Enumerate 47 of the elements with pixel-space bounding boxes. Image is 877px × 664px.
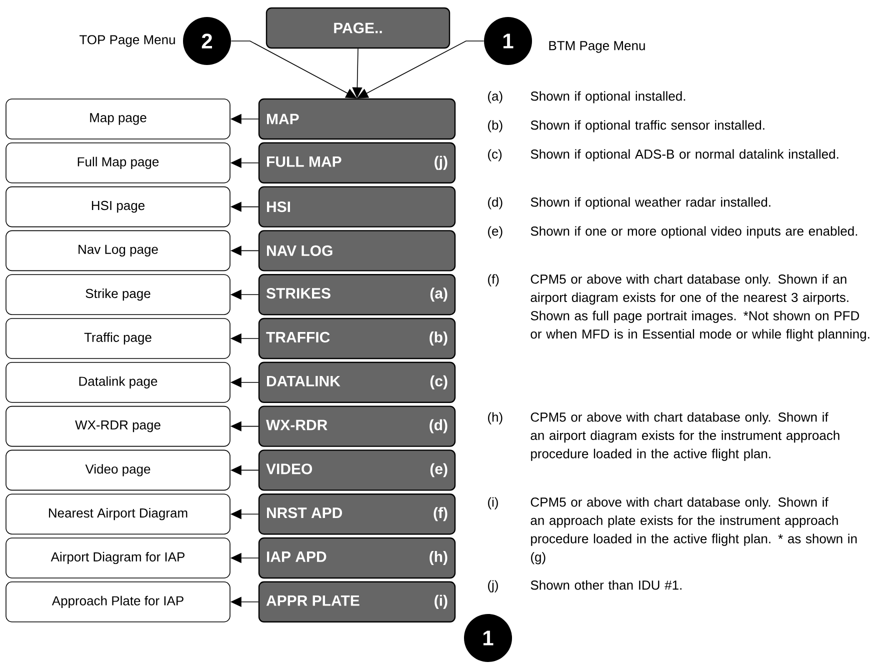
page-box: Nearest Airport Diagram <box>6 494 230 534</box>
page-box: Approach Plate for IAP <box>6 582 230 622</box>
arrow <box>230 40 357 98</box>
menu-button: NAV LOG <box>258 230 456 272</box>
menu-button: HSI <box>258 186 456 228</box>
note-text: Shown if optional weather radar installed. <box>530 197 770 210</box>
note-text: Shown if optional ADS-B or normal datalink installed. <box>530 149 838 162</box>
page-box: Strike page <box>6 274 230 315</box>
page-box: Datalink page <box>6 362 230 403</box>
menu-button: DATALINK (c) <box>258 362 456 403</box>
page-box: WX-RDR page <box>6 406 230 447</box>
note-text: CPM5 or above with chart database only. Shown if an airport diagram exists for the instrument approach procedure loaded in the active flight plan. <box>530 412 840 461</box>
note-marker: (d) <box>488 197 502 210</box>
note-text: Shown other than IDU #1. <box>530 580 682 590</box>
menu-button: FULL MAP (j) <box>258 142 456 184</box>
page-box: HSI page <box>6 186 230 228</box>
note-marker: (b) <box>488 120 502 132</box>
note-text: CPM5 or above with chart database only. Shown if an airport diagram exists for one of the nearest 3 airports. Shown as full page portrait images. *Not shown on PFD or when MFD is in Essential mode or while flight planning. <box>530 274 870 342</box>
page-box: Traffic page <box>6 318 230 359</box>
note-marker: (f) <box>488 274 499 286</box>
menu-label: BTM Page Menu <box>549 41 645 53</box>
menu-button: VIDEO (e) <box>258 450 456 491</box>
note-text: CPM5 or above with chart database only. Shown if an approach plate exists for the instrument approach procedure loaded in the active flight plan. * as shown in (g) <box>530 497 857 564</box>
note-text: Shown if one or more optional video inputs are enabled. <box>530 226 858 238</box>
menu-button: STRIKES (a) <box>258 274 456 316</box>
note-marker: (h) <box>488 412 502 424</box>
menu-button: IAP APD (h) <box>258 537 456 579</box>
note-marker: (e) <box>488 226 502 238</box>
page-box: Video page <box>6 450 230 491</box>
note-marker: (j) <box>488 580 498 592</box>
page-button: PAGE.. <box>266 7 450 49</box>
note-marker: (a) <box>488 91 502 104</box>
note-marker: (i) <box>488 497 498 510</box>
page-box: Full Map page <box>6 142 230 184</box>
menu-button: APPR PLATE (i) <box>258 581 456 622</box>
menu-button: NRST APD (f) <box>258 494 456 535</box>
note-text: Shown if optional traffic sensor installed. <box>530 120 764 132</box>
page-box: Airport Diagram for IAP <box>6 538 230 578</box>
page-box: Nav Log page <box>6 230 230 272</box>
note-marker: (c) <box>488 149 502 162</box>
menu-button: MAP <box>258 98 456 140</box>
menu-label: TOP Page Menu <box>80 35 175 47</box>
menu-button: TRAFFIC (b) <box>258 318 456 360</box>
note-text: Shown if optional installed. <box>530 91 686 104</box>
menu-button: WX-RDR (d) <box>258 406 456 447</box>
page-box: Map page <box>6 98 230 140</box>
arrow <box>357 40 484 98</box>
